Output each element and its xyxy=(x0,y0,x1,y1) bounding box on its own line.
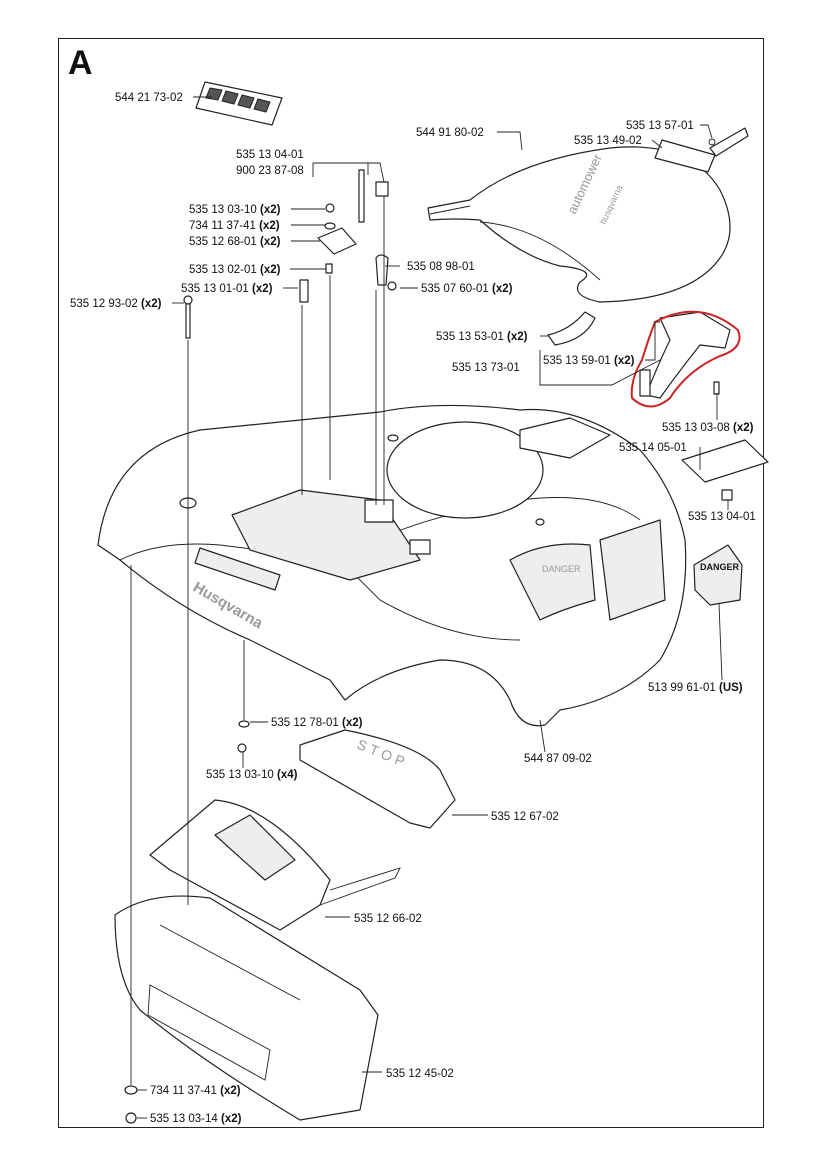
label-p16: 535 13 59-01 (x2) xyxy=(543,355,635,367)
danger-sticker-text: DANGER xyxy=(700,562,740,572)
stop-button-cover: STOP xyxy=(299,729,456,829)
label-p8: 734 11 37-41 (x2) xyxy=(189,220,280,232)
label-p29: 535 13 03-14 (x2) xyxy=(150,1113,242,1125)
small-plate xyxy=(681,439,769,501)
section-letter: A xyxy=(68,44,93,82)
leader-lines xyxy=(130,96,729,1119)
fasteners-column xyxy=(183,169,397,339)
front-bumper xyxy=(114,895,379,1121)
label-p9: 535 12 68-01 (x2) xyxy=(189,236,281,248)
label-p11: 535 08 98-01 xyxy=(407,261,475,273)
diagram-frame xyxy=(58,38,764,1128)
decal-logo-strip xyxy=(195,81,283,126)
label-p17: 535 13 73-01 xyxy=(452,362,520,374)
label-p13: 535 07 60-01 (x2) xyxy=(421,283,513,295)
part-labels: 544 21 73-02 544 91 80-02 535 13 57-01 5… xyxy=(70,92,756,1125)
label-p21: 513 99 61-01 (US) xyxy=(648,682,743,694)
cover-hinge xyxy=(654,127,749,173)
label-p22: 535 12 78-01 (x2) xyxy=(271,717,363,729)
label-p18: 535 13 03-08 (x2) xyxy=(662,422,754,434)
label-p26: 535 12 66-02 xyxy=(354,913,422,925)
keypad-cover xyxy=(149,799,401,931)
body-danger-emboss: DANGER xyxy=(542,564,581,574)
rail-bracket xyxy=(547,311,596,346)
label-p27: 535 12 45-02 xyxy=(386,1068,454,1080)
label-p24: 544 87 09-02 xyxy=(524,753,592,765)
label-p14: 535 12 93-02 (x2) xyxy=(70,298,162,310)
label-p2: 544 91 80-02 xyxy=(416,127,484,139)
main-body-shell: DANGER Husqvarna xyxy=(97,404,687,727)
label-p20: 535 13 04-01 xyxy=(688,511,756,523)
label-p15: 535 13 53-01 (x2) xyxy=(436,331,528,343)
label-p3: 535 13 57-01 xyxy=(626,120,694,132)
label-p1: 544 21 73-02 xyxy=(115,92,183,104)
top-cover: automower husqvarna xyxy=(427,146,731,303)
label-p10: 535 13 02-01 (x2) xyxy=(189,264,281,276)
label-p5: 535 13 04-01 xyxy=(236,149,304,161)
label-p19: 535 14 05-01 xyxy=(619,442,687,454)
label-p4: 535 13 49-02 xyxy=(574,135,642,147)
highlight-outline xyxy=(630,310,741,408)
label-p7: 535 13 03-10 (x2) xyxy=(189,204,281,216)
label-p25: 535 12 67-02 xyxy=(491,811,559,823)
label-p28: 734 11 37-41 (x2) xyxy=(150,1085,241,1097)
danger-sticker: DANGER xyxy=(693,544,743,606)
label-p23: 535 13 03-10 (x4) xyxy=(206,769,298,781)
bottom-fasteners xyxy=(124,720,250,1124)
highlighted-link-assembly xyxy=(630,310,741,408)
label-p6: 900 23 87-08 xyxy=(236,165,304,177)
label-p12: 535 13 01-01 (x2) xyxy=(181,283,273,295)
